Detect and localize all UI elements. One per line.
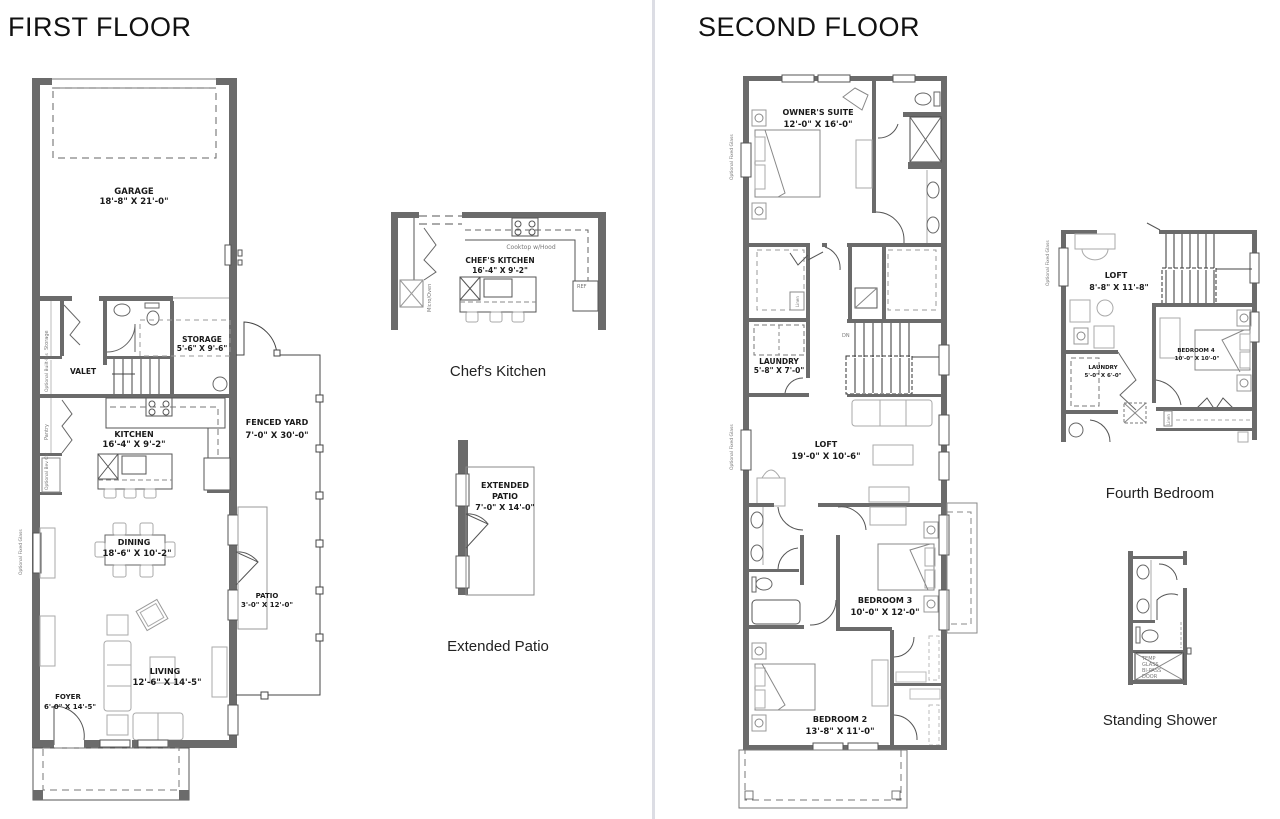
note-linen-option: Linen <box>1166 414 1171 425</box>
room-size-kitchen: 16'-4" X 9'-2" <box>102 440 165 450</box>
note-optional-built-ins: Optional Built-Ins <box>44 353 50 392</box>
room-label-laundry: LAUNDRY <box>759 357 799 366</box>
room-label-kitchen: KITCHEN <box>114 430 153 439</box>
room-label-laundry-option: LAUNDRY <box>1088 365 1118 371</box>
first-floor-title: FIRST FLOOR <box>8 12 192 42</box>
first-floor-plan <box>32 78 324 801</box>
room-label-bedroom-4: BEDROOM 4 <box>1177 348 1214 354</box>
room-label-dining: DINING <box>118 538 151 547</box>
second-floor-title: SECOND FLOOR <box>698 12 921 42</box>
note-optional-fixed-glass-2: Optional Fixed Glass <box>729 424 735 470</box>
room-size-bedroom-3: 10'-0" X 12'-0" <box>850 608 919 618</box>
room-label-patio: PATIO <box>256 592 279 600</box>
standing-shower-labels: TEMP GLASS BI-PASS DOOR <box>1141 656 1161 680</box>
room-size-garage: 18'-8" X 21'-0" <box>99 197 168 207</box>
room-size-loft: 19'-0" X 10'-6" <box>791 452 860 462</box>
standing-shower-option <box>1128 551 1192 685</box>
room-size-dining: 18'-6" X 10'-2" <box>102 549 171 559</box>
room-size-living: 12'-6" X 14'-5" <box>132 678 201 688</box>
extended-patio-caption: Extended Patio <box>447 638 549 655</box>
room-label-valet: VALET <box>70 367 97 376</box>
room-label-storage: STORAGE <box>182 335 222 344</box>
room-label-foyer: FOYER <box>55 693 81 701</box>
note-storage: Storage <box>44 330 50 350</box>
room-label-chefs-kitchen: CHEF'S KITCHEN <box>465 256 534 265</box>
first-floor-labels: GARAGE 18'-8" X 21'-0" STORAGE 5'-6" X 9… <box>18 187 309 711</box>
note-shower-line-3: BI-PASS <box>1142 668 1161 674</box>
chefs-kitchen-caption: Chef's Kitchen <box>449 363 547 380</box>
note-dn: DN <box>842 333 850 339</box>
room-label-bedroom-3: BEDROOM 3 <box>858 596 912 605</box>
note-shower-line-4: DOOR <box>1142 674 1158 680</box>
note-cooktop: Cooktop w/Hood <box>506 244 556 251</box>
extended-patio-option <box>455 440 535 596</box>
room-size-storage: 5'-6" X 9'-6" <box>177 344 228 353</box>
room-label-bedroom-2: BEDROOM 2 <box>813 715 867 724</box>
room-size-loft-option: 8'-8" X 11'-8" <box>1089 283 1148 292</box>
note-micro-oven: Micro/Oven <box>427 284 433 312</box>
chefs-kitchen-labels: Cooktop w/Hood CHEF'S KITCHEN 16'-4" X 9… <box>427 244 587 312</box>
note-pantry: Pantry <box>44 424 50 440</box>
note-shower-line-2: GLASS <box>1142 662 1159 668</box>
room-size-bedroom-2: 13'-8" X 11'-0" <box>805 727 874 737</box>
room-label-extended-patio-2: PATIO <box>492 492 518 501</box>
chefs-kitchen-option <box>391 212 606 330</box>
fourth-bedroom-labels: LOFT 8'-8" X 11'-8" BEDROOM 4 10'-0" X 1… <box>1045 240 1219 425</box>
room-size-bedroom-4: 10'-0" X 10'-0" <box>1175 356 1220 362</box>
room-size-patio: 3'-0" X 12'-0" <box>241 601 293 609</box>
room-size-fenced-yard: 7'-0" X 30'-0" <box>245 431 308 441</box>
room-label-loft-option: LOFT <box>1105 271 1128 280</box>
note-optional-fixed-glass: Optional Fixed Glass <box>18 529 24 575</box>
note-ref: REF <box>577 284 587 290</box>
room-label-extended-patio-1: EXTENDED <box>481 481 529 490</box>
room-label-living: LIVING <box>150 667 181 676</box>
room-label-fenced-yard: FENCED YARD <box>246 418 309 427</box>
second-floor-plan <box>738 74 978 809</box>
note-linen: Linen <box>795 296 800 307</box>
room-label-owners-suite: OWNER'S SUITE <box>782 108 853 117</box>
fourth-bedroom-option <box>1058 222 1260 443</box>
room-size-laundry-option: 5'-0" X 6'-0" <box>1084 373 1121 379</box>
room-size-laundry: 5'-8" X 7'-0" <box>754 366 805 375</box>
room-size-owners-suite: 12'-0" X 16'-0" <box>783 120 852 130</box>
room-size-foyer: 6'-0" X 14'-5" <box>44 703 96 711</box>
fourth-bedroom-caption: Fourth Bedroom <box>1105 485 1215 502</box>
room-label-garage: GARAGE <box>114 187 154 197</box>
room-label-loft: LOFT <box>815 440 838 449</box>
section-divider <box>652 0 655 819</box>
second-floor-labels: OWNER'S SUITE 12'-0" X 16'-0" LAUNDRY 5'… <box>729 108 920 737</box>
extended-patio-labels: EXTENDED PATIO 7'-0" X 14'-0" <box>475 481 534 512</box>
room-size-chefs-kitchen: 16'-4" X 9'-2" <box>472 266 528 275</box>
note-optional-bev-ctr: Optional Bev Ctr <box>44 453 50 490</box>
note-optional-fixed-glass-3: Optional Fixed Glass <box>1045 240 1051 286</box>
note-optional-fixed-glass-1: Optional Fixed Glass <box>729 134 735 180</box>
standing-shower-caption: Standing Shower <box>1102 712 1218 729</box>
room-size-extended-patio: 7'-0" X 14'-0" <box>475 503 534 512</box>
note-shower-line-1: TEMP <box>1141 656 1156 662</box>
